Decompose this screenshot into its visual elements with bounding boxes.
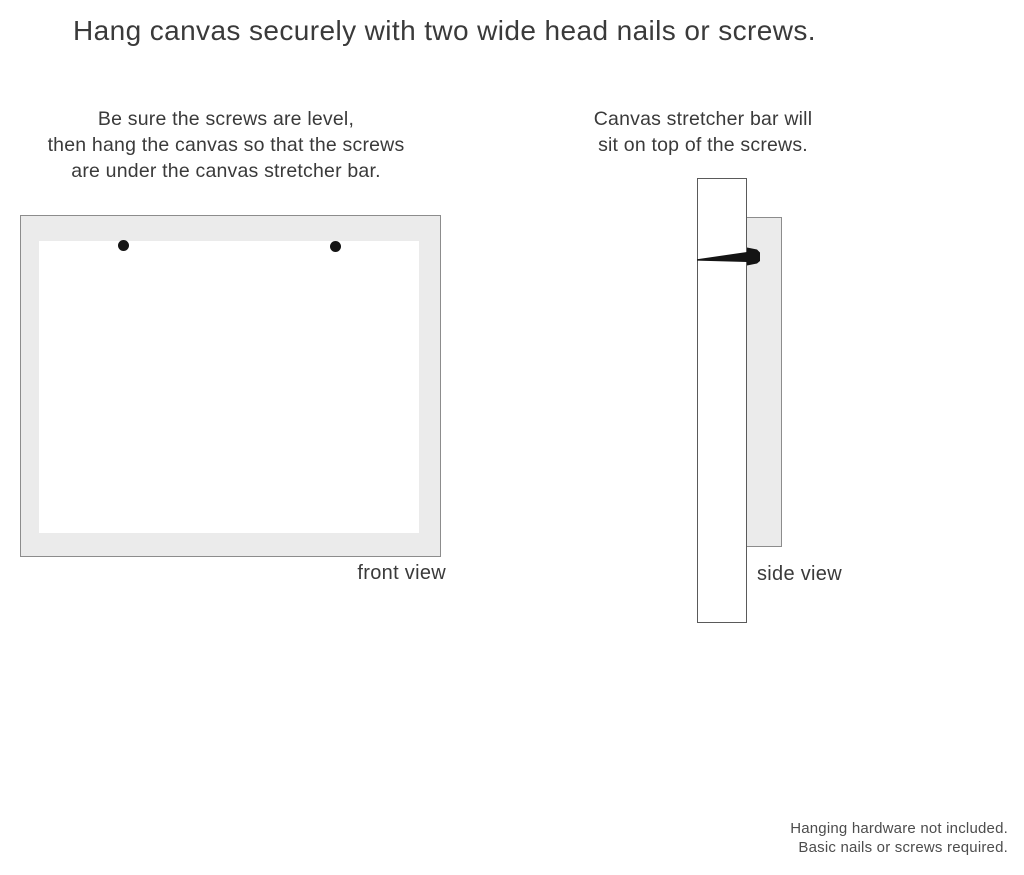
instruction-front-line1: Be sure the screws are level, <box>97 108 355 130</box>
wall-bar <box>697 178 747 623</box>
instruction-front: Be sure the screws are level, then hang … <box>16 106 436 184</box>
nail-icon <box>697 247 760 266</box>
side-view-diagram: side view <box>697 178 897 628</box>
instruction-side: Canvas stretcher bar will sit on top of … <box>553 106 853 158</box>
page-title: Hang canvas securely with two wide head … <box>73 15 816 46</box>
screw-head-dot-left <box>118 240 129 251</box>
front-view-diagram: front view <box>20 215 446 584</box>
front-view-label: front view <box>357 562 446 584</box>
instruction-front-line3: are under the canvas stretcher bar. <box>71 160 381 182</box>
instruction-side-line2: sit on top of the screws. <box>598 134 808 156</box>
screw-head-dot-right <box>330 241 341 252</box>
instruction-front-line2: then hang the canvas so that the screws <box>47 134 405 156</box>
instruction-side-line1: Canvas stretcher bar will <box>593 108 813 130</box>
footer-note-line2: Basic nails or screws required. <box>798 839 1008 856</box>
canvas-inner-face <box>39 241 419 533</box>
side-view-label: side view <box>757 563 842 585</box>
footer-note-line1: Hanging hardware not included. <box>790 820 1008 837</box>
footer-note: Hanging hardware not included. Basic nai… <box>700 819 1008 857</box>
